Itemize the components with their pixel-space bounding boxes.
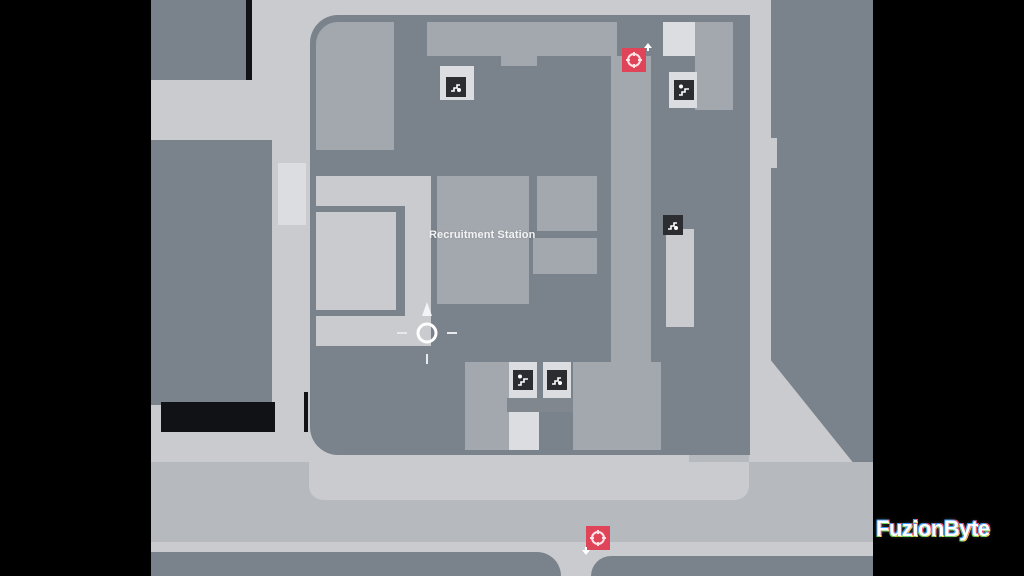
right-annex	[749, 138, 777, 168]
room-north	[427, 22, 617, 56]
up-arrow-icon	[644, 43, 652, 51]
stairs-down-icon[interactable]	[663, 215, 683, 235]
court-west-lower	[316, 316, 431, 346]
building-top-left	[151, 0, 246, 80]
room-north-notch	[501, 56, 537, 66]
doorway-left	[278, 163, 306, 225]
stairs-up-icon[interactable]	[513, 370, 533, 390]
stairs-down-icon[interactable]	[547, 370, 567, 390]
building-left	[151, 140, 272, 405]
location-label: Recruitment Station	[429, 229, 536, 241]
room-ne-door	[663, 22, 695, 56]
player-position-icon[interactable]	[395, 298, 459, 368]
plaza-front	[309, 455, 749, 500]
building-top-left-wall	[246, 0, 252, 80]
road-bottom-right	[591, 556, 873, 576]
room-south-wall	[507, 398, 573, 412]
road-strip	[151, 542, 873, 552]
crosshair-target-icon	[590, 530, 606, 546]
room-south-door	[509, 412, 539, 450]
room-south-east	[573, 362, 661, 450]
crosshair-target-icon	[626, 52, 642, 68]
recruitment-room-b	[537, 176, 597, 231]
side-hall-east	[665, 228, 695, 328]
objective-marker-upper[interactable]	[622, 48, 646, 72]
stairs-up-icon[interactable]	[674, 80, 694, 100]
right-walkway	[749, 0, 771, 400]
floor-map[interactable]: Recruitment Station	[151, 0, 873, 576]
down-arrow-icon	[582, 547, 590, 555]
building-right	[771, 0, 873, 462]
stairs-down-icon[interactable]	[446, 77, 466, 97]
recruitment-room-c	[533, 238, 597, 274]
court-west-room	[316, 212, 396, 310]
road-bottom	[151, 552, 561, 576]
recruitment-room-a	[437, 176, 529, 304]
channel-watermark: FuzionByte	[876, 516, 990, 541]
room-nw	[316, 22, 394, 150]
room-ne	[695, 22, 733, 110]
wall-segment	[304, 392, 308, 432]
objective-marker-lower[interactable]	[586, 526, 610, 550]
building-left-shadow	[161, 402, 275, 432]
